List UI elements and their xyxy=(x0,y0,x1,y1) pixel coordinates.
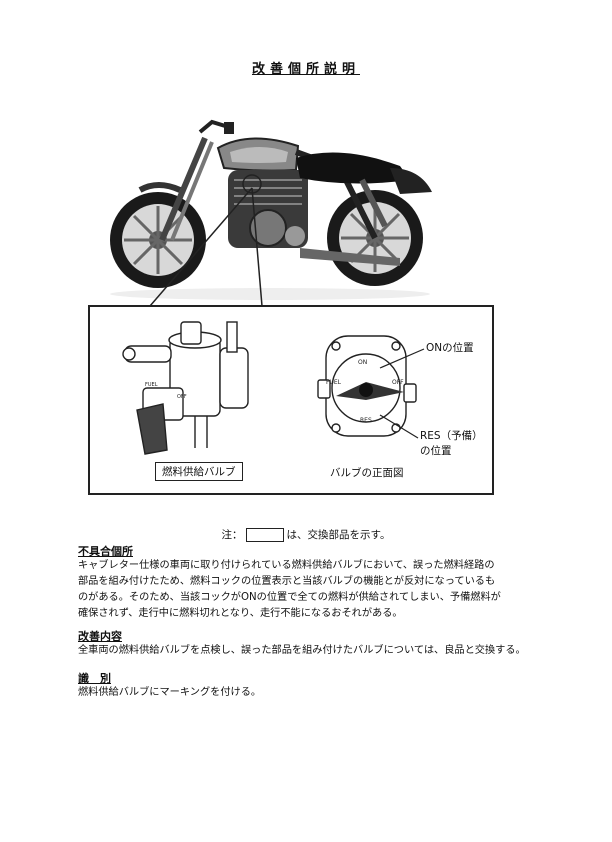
svg-text:OFF: OFF xyxy=(392,379,404,386)
res-position-label-line2: の位置 xyxy=(420,445,452,457)
svg-text:RES: RES xyxy=(360,417,372,424)
defect-section-body: キャブレター仕様の車両に取り付けられている燃料供給バルブにおいて、誤った燃料経路… xyxy=(78,558,548,622)
detail-callout-box xyxy=(88,305,494,495)
svg-text:FUEL: FUEL xyxy=(145,382,158,388)
page-title: 改善個所説明 xyxy=(251,62,360,77)
text-line: 全車両の燃料供給バルブを点検し、誤った部品を組み付けたバルブについては、良品と交… xyxy=(78,645,526,656)
replacement-part-note: 注： は、交換部品を示す。 xyxy=(0,527,612,542)
note-prefix: 注： xyxy=(221,529,243,541)
svg-text:ON: ON xyxy=(358,359,367,366)
remedy-section-body: 全車両の燃料供給バルブを点検し、誤った部品を組み付けたバルブについては、良品と交… xyxy=(78,643,548,659)
fuel-valve-name-label: 燃料供給バルブ xyxy=(155,462,243,481)
svg-text:FUEL: FUEL xyxy=(326,379,342,386)
valve-front-view-label: バルブの正面図 xyxy=(330,467,404,479)
on-position-label: ONの位置 xyxy=(426,342,474,354)
svg-text:OFF: OFF xyxy=(177,394,187,400)
text-line: 燃料供給バルブにマーキングを付ける。 xyxy=(78,687,262,698)
note-suffix: は、交換部品を示す。 xyxy=(286,529,391,541)
fuel-valve-illustration: FUEL OFF xyxy=(122,321,249,455)
identification-section-heading: 識 別 xyxy=(78,672,111,685)
identification-section-body: 燃料供給バルブにマーキングを付ける。 xyxy=(78,685,548,701)
defect-section-heading: 不具合個所 xyxy=(78,545,133,558)
motorcycle-illustration xyxy=(110,119,432,300)
replacement-part-marker xyxy=(245,528,284,542)
text-line: キャブレター仕様の車両に取り付けられている燃料供給バルブにおいて、誤った燃料経路… xyxy=(78,560,495,571)
valve-front-view-diagram: ON FUEL OFF RES xyxy=(317,335,417,437)
text-line: 確保されず、走行中に燃料切れとなり、走行不能になるおそれがある。 xyxy=(78,608,403,619)
text-line: 部品を組み付けたため、燃料コックの位置表示と当該バルブの機能とが反対になっている… xyxy=(78,576,496,587)
remedy-section-heading: 改善内容 xyxy=(78,630,122,643)
text-line: のがある。そのため、当該コックがONの位置で全ての燃料が供給されてしまい、予備燃… xyxy=(78,592,501,603)
res-position-label-line1: RES（予備） xyxy=(420,430,483,442)
